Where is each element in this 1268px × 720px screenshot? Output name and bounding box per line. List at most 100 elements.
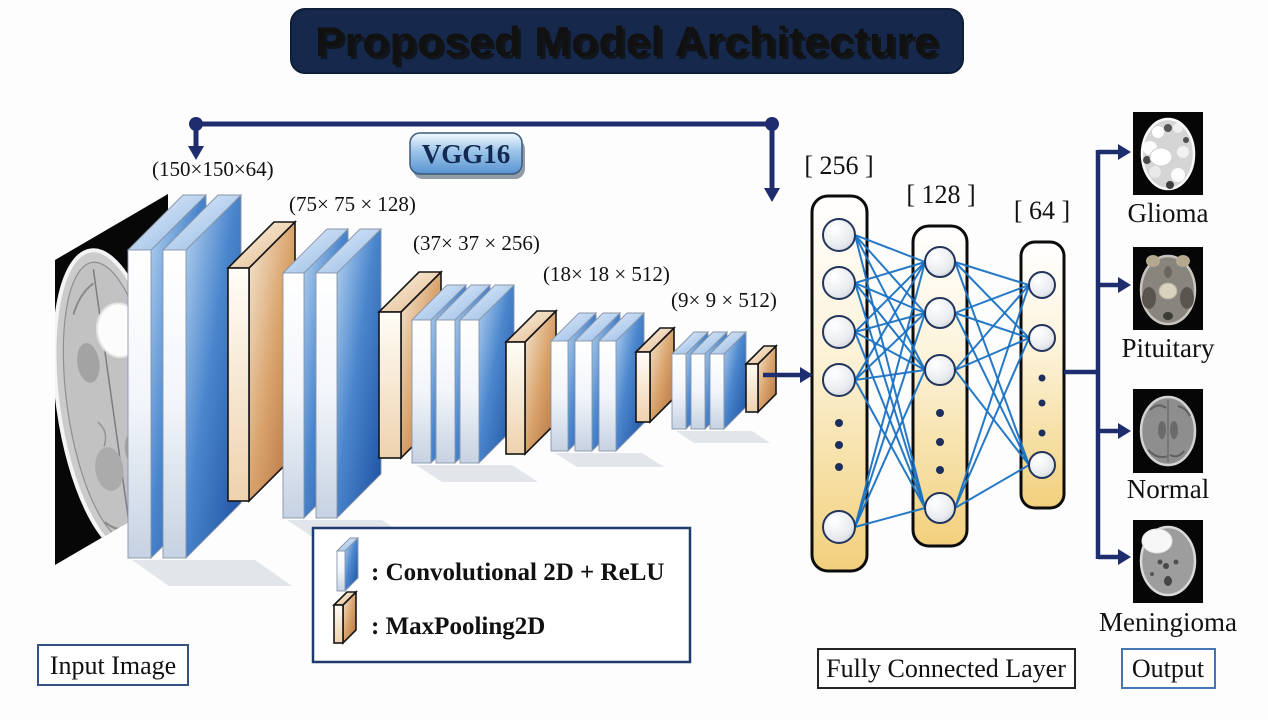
- input-caption-box: Input Image: [37, 644, 189, 686]
- neuron: [924, 297, 956, 329]
- fc-label-128: [ 128 ]: [906, 180, 975, 209]
- page-title: Proposed Model Architecture: [315, 18, 939, 65]
- output-branch-arrow-head: [1118, 144, 1131, 160]
- block-shadow: [555, 453, 664, 467]
- fc-connection: [954, 284, 1030, 371]
- neuron: [822, 218, 856, 252]
- caption-input: Input Image: [50, 651, 176, 680]
- bracket-right-arrow-head: [764, 188, 780, 202]
- ellipsis-dot: [936, 409, 944, 417]
- vgg16-badge: VGG16: [409, 132, 525, 179]
- ellipsis-dot: [1038, 399, 1046, 407]
- title-shadow: Proposed Model Architecture: [318, 21, 942, 68]
- output-image-pituitary: [1133, 247, 1203, 330]
- pool-slab-front: [227, 267, 250, 502]
- block-shadow: [132, 560, 292, 586]
- fc-connection: [854, 369, 926, 528]
- neuron: [924, 246, 956, 278]
- conv-pool-stack: [126, 193, 778, 560]
- neuron: [822, 363, 856, 397]
- legend-conv-label: : Convolutional 2D + ReLU: [371, 559, 664, 586]
- pool-slab-front: [745, 363, 759, 413]
- neuron: [822, 315, 856, 349]
- fc-connection: [854, 261, 926, 284]
- conv-block2-dims: (75× 75 × 128): [289, 192, 416, 216]
- legend-icons: [332, 536, 360, 645]
- fc-connection: [854, 312, 926, 528]
- fc-connection: [854, 234, 926, 263]
- conv-slab-front: [709, 353, 725, 430]
- fc-connection: [954, 284, 1030, 509]
- legend-box: : Convolutional 2D + ReLU : MaxPooling2D: [311, 526, 692, 664]
- conv-to-fc-arrow-head: [800, 367, 813, 383]
- output-label-pituitary: Pituitary: [1122, 333, 1215, 363]
- glioma-tumor: [1149, 147, 1173, 167]
- legend-pool-label: : MaxPooling2D: [371, 613, 545, 640]
- fc-connection: [954, 261, 1030, 286]
- caption-fully-connected: Fully Connected Layer: [826, 654, 1066, 683]
- fc-neurons: [822, 218, 1056, 544]
- ellipsis-dot: [1038, 429, 1046, 437]
- vgg16-label: VGG16: [422, 139, 511, 169]
- block-shadow: [676, 431, 770, 443]
- ellipsis-dot: [936, 438, 944, 446]
- pool-slab-front: [378, 311, 402, 459]
- pituitary-tumor: [1158, 282, 1178, 300]
- caption-output: Output: [1132, 654, 1205, 683]
- conv-slab-front: [162, 249, 187, 559]
- conv-slab-front: [598, 340, 617, 452]
- conv-block1-dims: (150×150×64): [152, 157, 274, 181]
- output-label-meningioma: Meningioma: [1099, 607, 1237, 637]
- fc-connection: [854, 234, 926, 314]
- conv-slab-front: [690, 353, 706, 430]
- neuron: [924, 354, 956, 386]
- neuron: [924, 492, 956, 524]
- output-image-glioma: [1133, 112, 1203, 195]
- conv-block5-dims: (9× 9 × 512): [671, 288, 777, 312]
- output-caption-box: Output: [1121, 648, 1216, 689]
- conv-block4-dims: (18× 18 × 512): [543, 262, 670, 286]
- fc-connection: [954, 337, 1030, 509]
- conv-slab-front: [411, 319, 432, 464]
- fc-connection: [854, 507, 926, 528]
- fc-connection: [854, 261, 926, 381]
- fc-connections: [854, 234, 1030, 528]
- neuron: [822, 510, 856, 544]
- fc-connection: [954, 312, 1030, 466]
- fc-connection: [854, 312, 926, 381]
- output-branch-arrow-head: [1118, 549, 1131, 565]
- pool-slab-front: [635, 351, 651, 423]
- conv-slab-front: [127, 249, 152, 559]
- bracket-left-dot: [189, 117, 203, 131]
- bracket-left-arrow-head: [188, 146, 204, 160]
- conv-slab-front: [435, 319, 456, 464]
- ellipsis-dot: [936, 466, 944, 474]
- meningioma-tumor: [1141, 528, 1173, 554]
- flow-arrows: [763, 144, 1131, 565]
- fc-connection: [954, 284, 1030, 314]
- conv-slab-front: [336, 550, 346, 592]
- fc-connection: [954, 261, 1030, 466]
- neuron: [1028, 451, 1056, 479]
- fc-connection: [854, 261, 926, 333]
- fc-connection: [954, 312, 1030, 339]
- output-label-normal: Normal: [1127, 474, 1209, 504]
- output-image-meningioma: [1133, 520, 1203, 603]
- pool-slab-front: [333, 604, 344, 644]
- block-shadow: [416, 465, 538, 482]
- output-branch-arrow-head: [1118, 423, 1131, 439]
- conv-slab-front: [550, 340, 569, 452]
- ellipsis-dot: [835, 441, 843, 449]
- conv-slab-front: [574, 340, 593, 452]
- output-image-normal: [1133, 389, 1203, 473]
- neuron: [1028, 324, 1056, 352]
- fc-connection: [954, 369, 1030, 466]
- pool-slab-front: [505, 341, 526, 455]
- fc-caption-box: Fully Connected Layer: [817, 648, 1076, 689]
- conv-slab-front: [315, 272, 338, 519]
- fc-label-64: [ 64 ]: [1014, 196, 1070, 225]
- fc-connection: [854, 261, 926, 528]
- fc-label-256: [ 256 ]: [804, 151, 873, 180]
